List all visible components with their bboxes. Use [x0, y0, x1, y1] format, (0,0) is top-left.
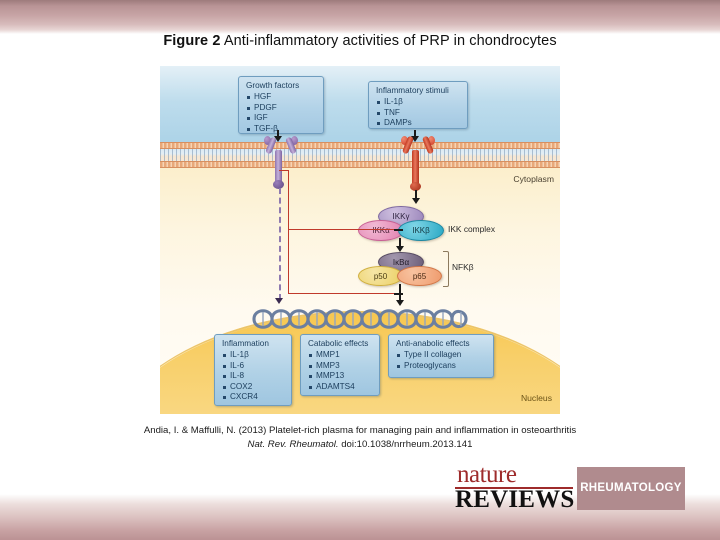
list-item: PDGF: [246, 103, 316, 114]
arrow-stem: [277, 130, 279, 137]
ligand-dot-red: [401, 136, 408, 145]
list-item: IL-6: [222, 361, 284, 372]
inflammation-title: Inflammation: [222, 339, 269, 348]
catabolic-effects-title: Catabolic effects: [308, 339, 369, 348]
catabolic-effects-box: Catabolic effects MMP1 MMP3 MMP13 ADAMTS…: [300, 334, 380, 396]
logo-reviews-wordmark: REVIEWS: [455, 486, 575, 513]
inhibition-trunk: [288, 170, 290, 294]
dashed-pathway-arrow-head: [275, 298, 283, 304]
logo-nature-wordmark: nature: [457, 461, 517, 488]
list-item: TGF-β: [246, 124, 316, 135]
inhibition-branch-ikk: [288, 229, 398, 231]
ikk-complex-label: IKK complex: [448, 224, 496, 234]
ligand-dot-violet: [264, 136, 271, 145]
stimulus-arrow-down: [274, 136, 282, 142]
citation-doi: doi:10.1038/nrrheum.2013.141: [341, 439, 473, 450]
top-gradient-band: [0, 0, 720, 34]
cytoplasm-label: Cytoplasm: [513, 174, 554, 184]
node-ikk-beta: IKKβ: [398, 220, 444, 241]
signal-arrow-head: [396, 300, 404, 306]
logo-divider-rule: [455, 487, 573, 489]
list-item: ADAMTS4: [308, 382, 372, 393]
inhibition-origin-link: [279, 170, 289, 172]
receptor-transmembrane-stem: [275, 150, 282, 184]
inflammation-list: IL-1β IL-6 IL-8 COX2 CXCR4: [222, 350, 284, 403]
anti-anabolic-effects-title: Anti-anabolic effects: [396, 339, 470, 348]
logo-journal-badge: RHEUMATOLOGY: [577, 467, 685, 510]
list-item: MMP1: [308, 350, 372, 361]
list-item: CXCR4: [222, 392, 284, 403]
citation-journal: Nat. Rev. Rheumatol.: [247, 439, 339, 450]
arrow-stem: [414, 130, 416, 137]
list-item: HGF: [246, 92, 316, 103]
inhibition-tbar-nfkb: [394, 293, 403, 295]
list-item: MMP3: [308, 361, 372, 372]
inflammatory-stimuli-title: Inflammatory stimuli: [376, 86, 449, 95]
signal-arrow-stem: [415, 190, 417, 200]
membrane-inner-leaflet: [160, 161, 560, 168]
list-item: IGF: [246, 113, 316, 124]
inflammatory-stimuli-list: IL-1β TNF DAMPs: [376, 97, 460, 129]
catabolic-effects-list: MMP1 MMP3 MMP13 ADAMTS4: [308, 350, 372, 392]
inflammatory-stimuli-box: Inflammatory stimuli IL-1β TNF DAMPs: [368, 81, 468, 129]
nucleus-label: Nucleus: [520, 393, 552, 403]
signal-arrow-head: [412, 198, 420, 204]
figure-title: Figure 2 Anti-inflammatory activities of…: [0, 33, 720, 49]
stimulus-arrow-down: [411, 136, 419, 142]
figure-number: Figure 2: [163, 33, 221, 49]
figure-caption: Anti-inflammatory activities of PRP in c…: [223, 33, 557, 49]
ligand-dot-red: [428, 136, 435, 145]
anti-anabolic-effects-list: Type II collagen Proteoglycans: [396, 350, 486, 371]
figure-diagram: Growth factors HGF PDGF IGF TGF-β Inflam…: [160, 66, 560, 414]
list-item: TNF: [376, 108, 460, 119]
receptor-transmembrane-stem: [412, 150, 419, 186]
receptor-cytoplasmic-tail: [410, 182, 421, 191]
growth-factors-list: HGF PDGF IGF TGF-β: [246, 92, 316, 134]
nature-reviews-logo: nature REVIEWS RHEUMATOLOGY: [455, 461, 685, 513]
citation-line-1: Andia, I. & Maffulli, N. (2013) Platelet…: [143, 425, 577, 436]
growth-factor-dashed-pathway: [279, 188, 281, 300]
signal-arrow-stem: [399, 238, 401, 248]
ligand-dot-violet: [291, 136, 298, 145]
growth-factors-title: Growth factors: [246, 81, 300, 90]
citation-block: Andia, I. & Maffulli, N. (2013) Platelet…: [0, 424, 720, 452]
extracellular-space: [160, 66, 560, 156]
inhibition-tbar-ikk: [394, 229, 403, 231]
logo-journal-name: RHEUMATOLOGY: [580, 482, 682, 494]
dna-double-helix: [252, 309, 468, 329]
list-item: IL-1β: [222, 350, 284, 361]
membrane-outer-leaflet: [160, 142, 560, 149]
list-item: IL-8: [222, 371, 284, 382]
list-item: Proteoglycans: [396, 361, 486, 372]
list-item: COX2: [222, 382, 284, 393]
anti-anabolic-effects-box: Anti-anabolic effects Type II collagen P…: [388, 334, 494, 378]
inflammation-box: Inflammation IL-1β IL-6 IL-8 COX2 CXCR4: [214, 334, 292, 406]
receptor-cytoplasmic-tail: [273, 180, 284, 189]
growth-factors-box: Growth factors HGF PDGF IGF TGF-β: [238, 76, 324, 134]
list-item: DAMPs: [376, 118, 460, 129]
citation-line-2: Nat. Rev. Rheumatol. doi:10.1038/nrrheum…: [0, 438, 720, 452]
signal-arrow-head: [396, 246, 404, 252]
node-p65: p65: [397, 266, 442, 286]
list-item: Type II collagen: [396, 350, 486, 361]
nfkb-bracket: [443, 251, 449, 287]
list-item: IL-1β: [376, 97, 460, 108]
inhibition-branch-nfkb: [288, 293, 398, 295]
list-item: MMP13: [308, 371, 372, 382]
nfkb-label: NFKβ: [452, 262, 474, 272]
plasma-membrane: [160, 142, 560, 168]
